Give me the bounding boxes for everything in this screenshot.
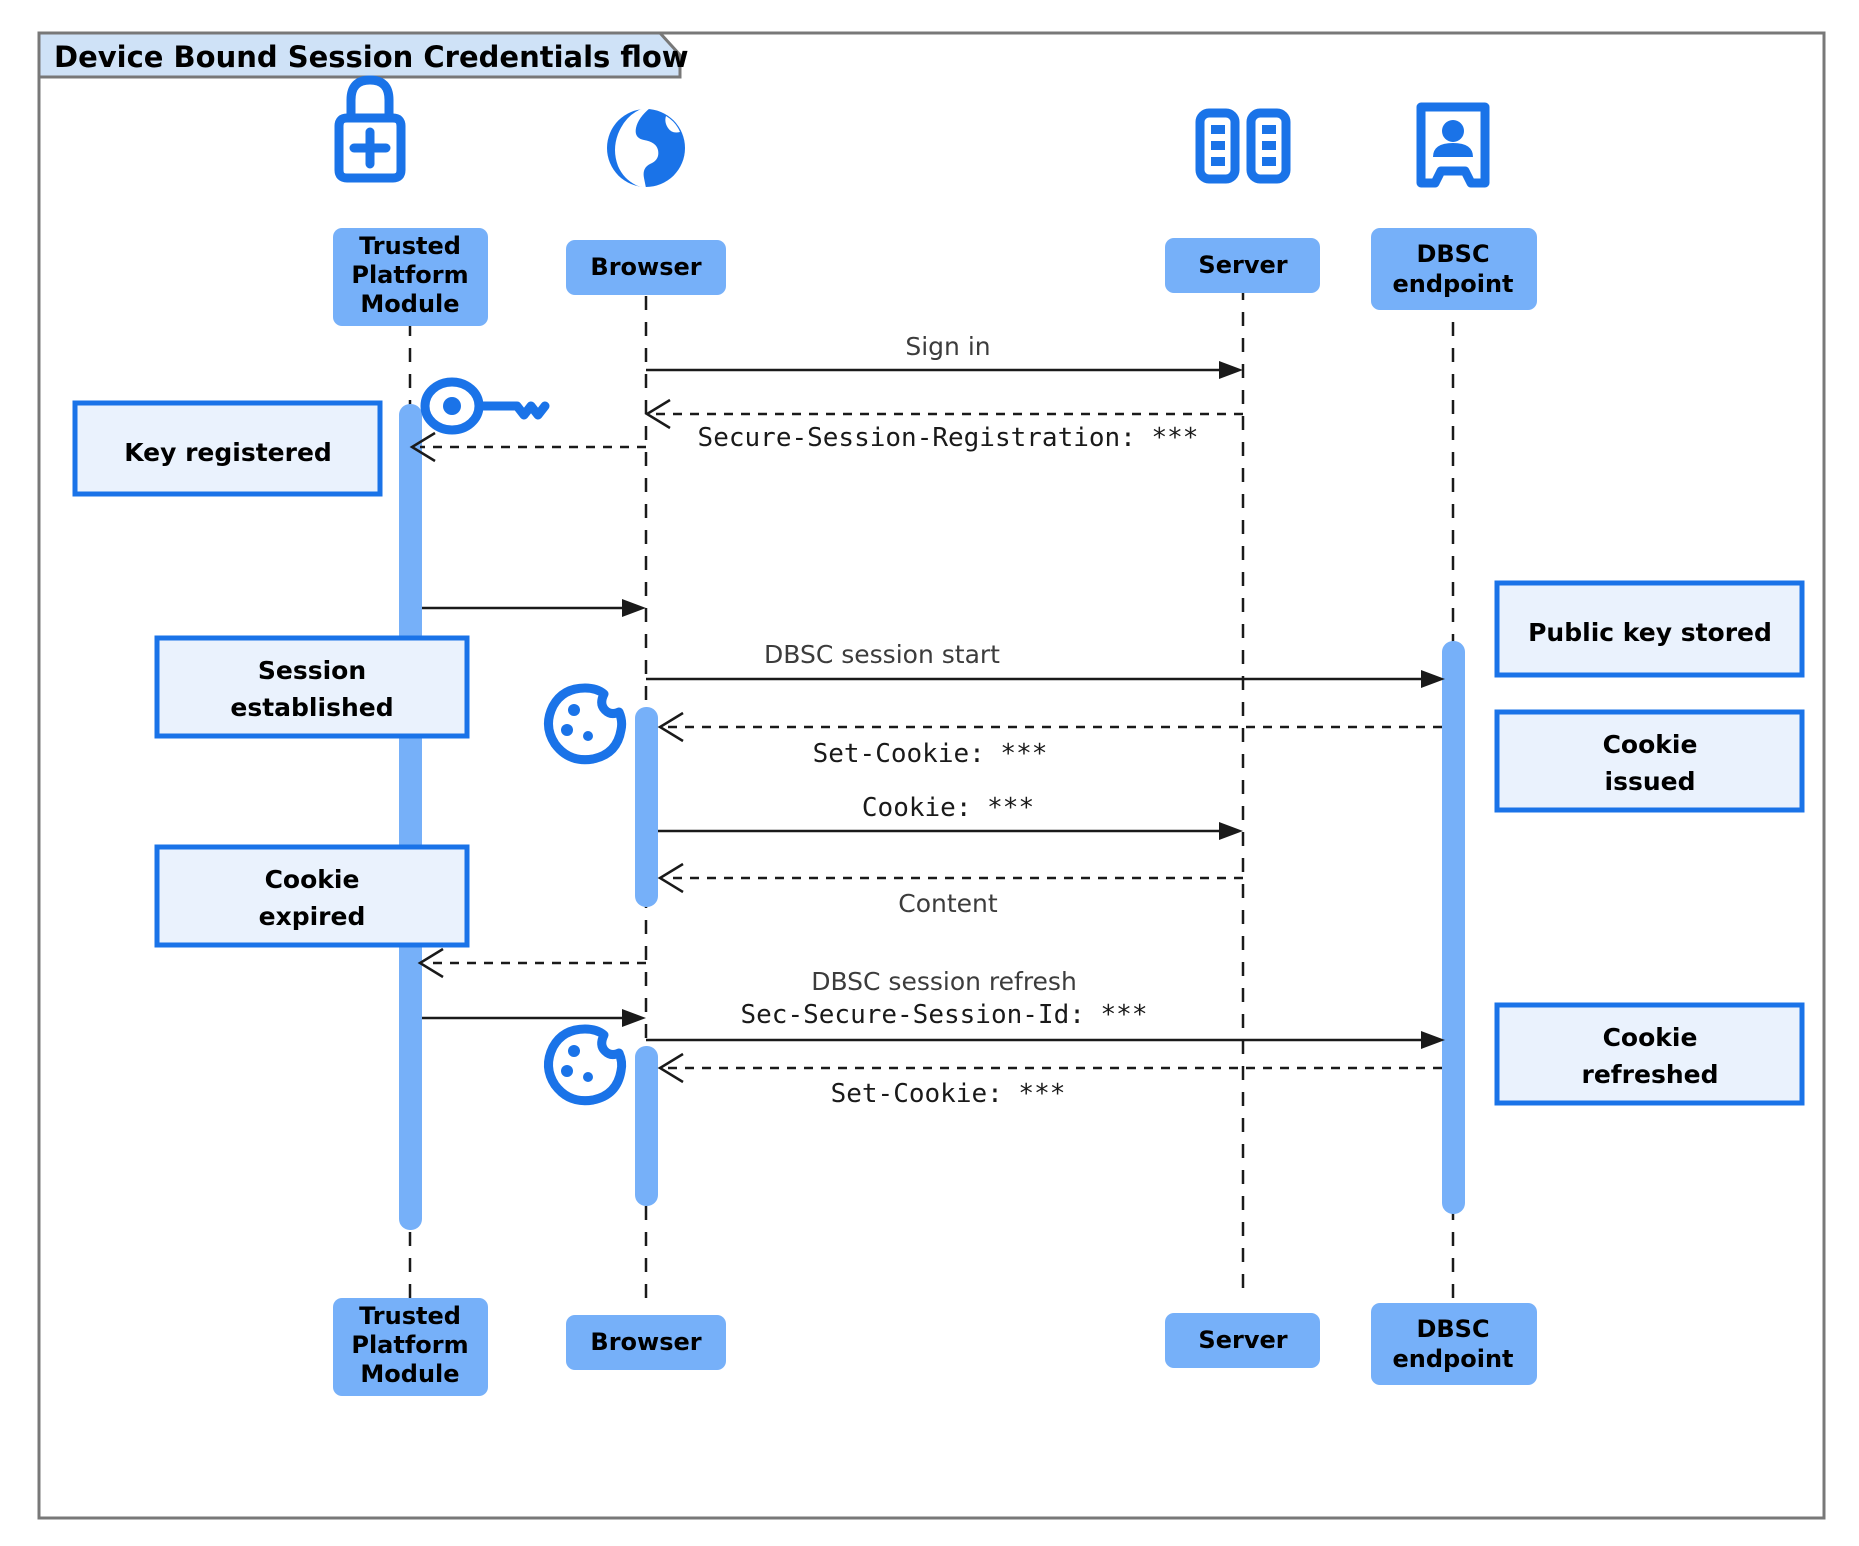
note-session-established-line-1: established bbox=[230, 693, 393, 722]
note-cookie-expired: Cookie expired bbox=[154, 844, 470, 948]
message-tpm-to-browser-key bbox=[422, 599, 646, 617]
participant-header-tpm-line-2: Module bbox=[360, 290, 459, 318]
message-sign-in-label: Sign in bbox=[905, 332, 990, 361]
cookie-icon-2 bbox=[544, 1024, 627, 1106]
server-rack-icon bbox=[1195, 108, 1291, 184]
participant-footer-dbsc-line-1: endpoint bbox=[1393, 1345, 1514, 1373]
message-set-cookie-2: Set-Cookie: *** bbox=[657, 1052, 1442, 1109]
frame-title-text: Device Bound Session Credentials flow bbox=[54, 40, 689, 74]
message-dbsc-session-start-label: DBSC session start bbox=[764, 640, 1000, 669]
lock-plus-icon bbox=[334, 75, 406, 183]
note-cookie-expired-line-1: expired bbox=[259, 902, 366, 931]
participant-header-browser[interactable]: Browser bbox=[566, 240, 726, 295]
participant-footer-browser[interactable]: Browser bbox=[566, 1315, 726, 1370]
note-cookie-refreshed-line-0: Cookie bbox=[1603, 1023, 1698, 1052]
note-cookie-refreshed-line-1: refreshed bbox=[1582, 1060, 1719, 1089]
note-cookie-expired-line-0: Cookie bbox=[265, 865, 360, 894]
message-dbsc-session-refresh-label-1: Sec-Secure-Session-Id: *** bbox=[741, 1000, 1148, 1030]
message-set-cookie-1: Set-Cookie: *** bbox=[657, 711, 1442, 769]
note-session-established: Session established bbox=[154, 635, 470, 739]
message-content: Content bbox=[657, 862, 1243, 918]
participant-header-server[interactable]: Server bbox=[1165, 238, 1320, 293]
message-secure-session-registration-label: Secure-Session-Registration: *** bbox=[698, 423, 1199, 453]
note-public-key-stored: Public key stored bbox=[1494, 580, 1805, 678]
message-dbsc-session-refresh-label-0: DBSC session refresh bbox=[811, 967, 1077, 996]
message-browser-to-tpm-refresh bbox=[417, 947, 646, 979]
activation-bar-tpm bbox=[399, 404, 422, 1230]
activation-bar-browser-1 bbox=[635, 707, 658, 907]
message-dbsc-session-start: DBSC session start bbox=[646, 640, 1445, 688]
message-set-cookie-1-label: Set-Cookie: *** bbox=[813, 739, 1048, 769]
message-secure-session-registration: Secure-Session-Registration: *** bbox=[644, 398, 1243, 453]
message-sign-in: Sign in bbox=[646, 332, 1243, 379]
cookie-icon-1 bbox=[544, 683, 627, 765]
note-cookie-issued-line-1: issued bbox=[1605, 767, 1696, 796]
message-content-label: Content bbox=[898, 889, 998, 918]
note-cookie-issued: Cookie issued bbox=[1494, 709, 1805, 813]
note-cookie-issued-line-0: Cookie bbox=[1603, 730, 1698, 759]
note-key-registered-line-0: Key registered bbox=[124, 438, 332, 467]
participant-footer-server-label: Server bbox=[1198, 1326, 1287, 1354]
message-browser-to-tpm-register bbox=[409, 431, 646, 463]
note-public-key-stored-line-0: Public key stored bbox=[1528, 618, 1772, 647]
participant-header-dbsc[interactable]: DBSC endpoint bbox=[1371, 228, 1537, 310]
participant-header-tpm-line-1: Platform bbox=[351, 261, 468, 289]
activation-bar-dbsc bbox=[1442, 641, 1465, 1214]
message-set-cookie-2-label: Set-Cookie: *** bbox=[831, 1079, 1066, 1109]
note-key-registered: Key registered bbox=[72, 400, 383, 497]
participant-header-tpm-line-0: Trusted bbox=[359, 232, 461, 260]
globe-icon bbox=[607, 108, 685, 188]
id-badge-icon bbox=[1416, 102, 1490, 188]
frame-title-tab bbox=[37, 31, 682, 79]
participant-header-server-label: Server bbox=[1198, 251, 1287, 279]
participant-footer-tpm-line-0: Trusted bbox=[359, 1302, 461, 1330]
message-cookie: Cookie: *** bbox=[658, 793, 1243, 840]
participant-footer-tpm-line-2: Module bbox=[360, 1360, 459, 1388]
participant-footer-dbsc-line-0: DBSC bbox=[1416, 1315, 1489, 1343]
participant-header-tpm[interactable]: Trusted Platform Module bbox=[333, 228, 488, 326]
participant-footer-dbsc[interactable]: DBSC endpoint bbox=[1371, 1303, 1537, 1385]
participant-header-dbsc-line-1: endpoint bbox=[1393, 270, 1514, 298]
participant-header-dbsc-line-0: DBSC bbox=[1416, 240, 1489, 268]
message-dbsc-session-refresh: DBSC session refresh Sec-Secure-Session-… bbox=[646, 967, 1445, 1049]
key-icon bbox=[420, 377, 550, 435]
activation-bar-browser-2 bbox=[635, 1046, 658, 1206]
participant-footer-tpm[interactable]: Trusted Platform Module bbox=[333, 1298, 488, 1396]
participant-footer-server[interactable]: Server bbox=[1165, 1313, 1320, 1368]
participant-footer-tpm-line-1: Platform bbox=[351, 1331, 468, 1359]
note-session-established-line-0: Session bbox=[258, 656, 366, 685]
note-cookie-refreshed: Cookie refreshed bbox=[1494, 1002, 1805, 1106]
message-cookie-label: Cookie: *** bbox=[862, 793, 1034, 823]
participant-footer-browser-label: Browser bbox=[590, 1328, 701, 1356]
participant-header-browser-label: Browser bbox=[590, 253, 701, 281]
message-tpm-to-browser-sign bbox=[422, 1009, 646, 1027]
